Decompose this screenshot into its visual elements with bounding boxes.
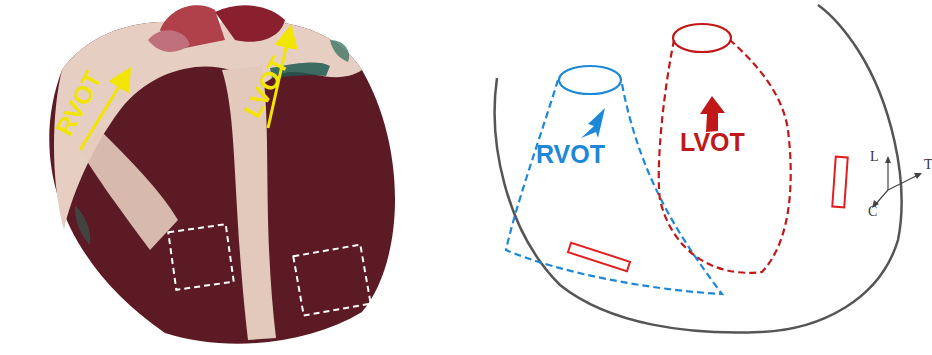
region-label: RVOT <box>536 142 605 167</box>
axis-label: T <box>924 158 932 172</box>
axis-label: L <box>870 150 879 164</box>
axis-label: C <box>868 205 877 219</box>
lvot-outline: LVOT <box>652 20 802 285</box>
dashed-outline <box>500 58 730 303</box>
region-label: LVOT <box>680 130 745 155</box>
rvot-outline: RVOT <box>500 58 730 303</box>
heart-photo <box>49 5 395 343</box>
ventricle-schematic <box>495 5 922 332</box>
